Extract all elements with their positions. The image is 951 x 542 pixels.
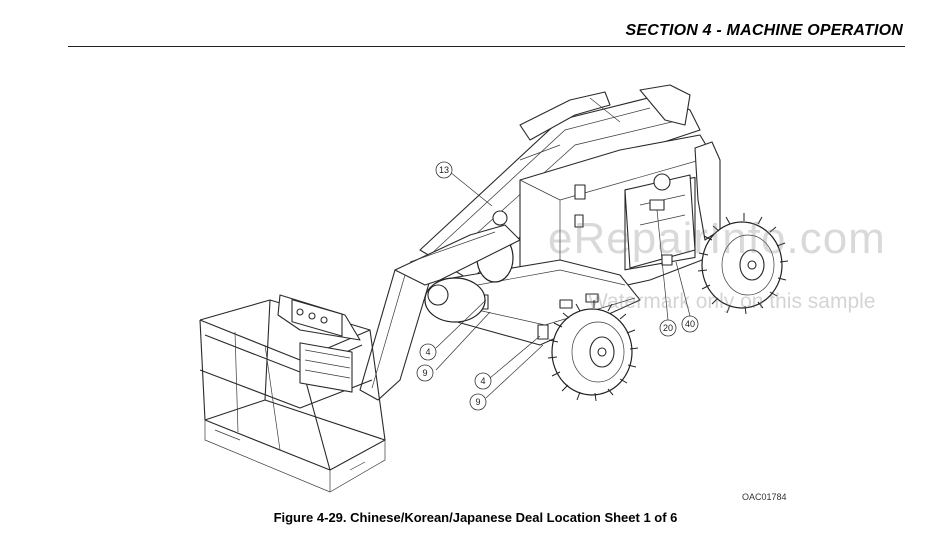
callout-40: 40 — [681, 315, 699, 333]
callout-9b: 9 — [469, 393, 487, 411]
callout-13: 13 — [435, 161, 453, 179]
lower-boom — [359, 210, 521, 401]
figure-caption: Figure 4-29. Chinese/Korean/Japanese Dea… — [273, 510, 678, 525]
svg-text:20: 20 — [663, 323, 673, 333]
svg-text:13: 13 — [439, 165, 449, 175]
watermark-site: eRepairInfo.com — [548, 214, 886, 263]
callout-4a: 4 — [419, 343, 437, 361]
callout-4b: 4 — [474, 372, 492, 390]
callout-9a: 9 — [416, 364, 434, 382]
turntable — [519, 134, 721, 301]
drawing-code: OAC01784 — [742, 492, 787, 502]
svg-text:40: 40 — [685, 319, 695, 329]
leader-lines — [435, 171, 691, 399]
tire-left — [547, 300, 639, 402]
svg-text:4: 4 — [425, 347, 430, 357]
svg-text:9: 9 — [475, 397, 480, 407]
callout-20: 20 — [659, 319, 677, 337]
svg-text:9: 9 — [422, 368, 427, 378]
tire-right — [697, 213, 789, 315]
svg-text:4: 4 — [480, 376, 485, 386]
platform-basket — [199, 294, 386, 493]
section-title: SECTION 4 - MACHINE OPERATION — [625, 22, 903, 39]
watermark-notice: Watermark only on this sample — [588, 290, 876, 313]
header-divider — [68, 46, 905, 47]
